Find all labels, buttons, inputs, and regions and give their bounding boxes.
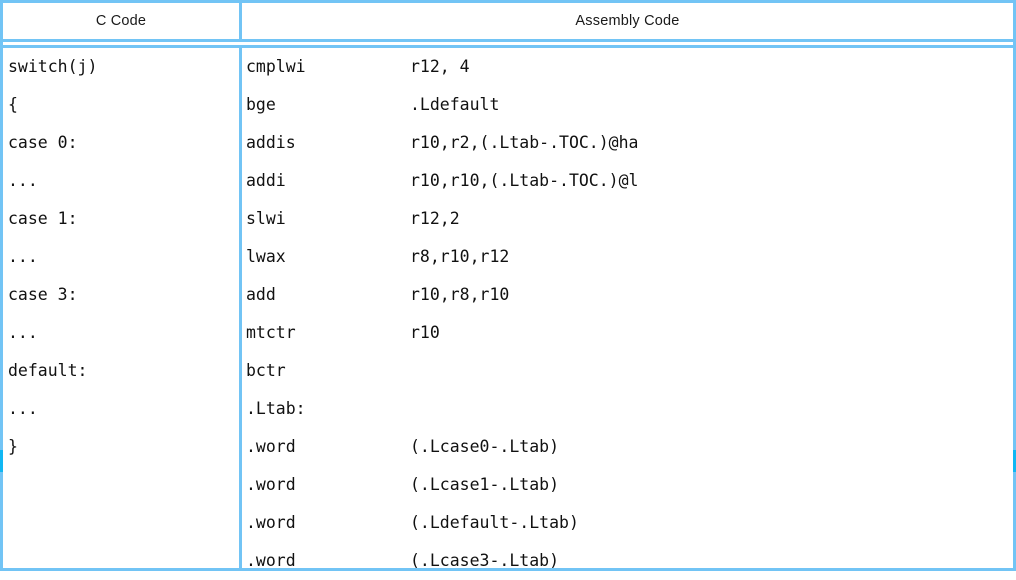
assembly-mnemonic: lwax: [246, 247, 286, 266]
assembly-mnemonic: addi: [246, 171, 286, 190]
header-rule-lower: [3, 45, 1013, 48]
assembly-mnemonic: .word: [246, 551, 296, 570]
c-code-line: case 0:: [8, 133, 78, 152]
assembly-code-line: .word (.Lcase3-.Ltab): [242, 542, 1013, 580]
assembly-code-line: .word (.Lcase1-.Ltab): [242, 466, 1013, 504]
assembly-operand: (.Lcase3-.Ltab): [410, 551, 560, 570]
assembly-mnemonic: bctr: [246, 361, 286, 380]
assembly-operand: (.Lcase0-.Ltab): [410, 437, 560, 456]
c-code-line: default:: [8, 361, 88, 380]
assembly-mnemonic: slwi: [246, 209, 286, 228]
assembly-operand: r12, 4: [410, 57, 470, 76]
assembly-code-line: lwax r8,r10,r12: [242, 238, 1013, 276]
assembly-code-line: bctr: [242, 352, 1013, 390]
c-code-line: ...: [8, 171, 38, 190]
scroll-position-tick-right[interactable]: [1013, 450, 1016, 472]
assembly-mnemonic: .word: [246, 475, 296, 494]
table-header-row: C Code Assembly Code: [3, 3, 1013, 39]
assembly-operand: .Ldefault: [410, 95, 500, 114]
assembly-operand: (.Ldefault-.Ltab): [410, 513, 579, 532]
assembly-code-line: mtctr r10: [242, 314, 1013, 352]
c-code-line: case 1:: [8, 209, 78, 228]
assembly-mnemonic: add: [246, 285, 276, 304]
c-code-line: ...: [8, 247, 38, 266]
c-code-column: switch(j) { case 0: ... case 1: ... case…: [3, 48, 242, 568]
assembly-code-line: slwi r12,2: [242, 200, 1013, 238]
c-code-line: }: [8, 437, 18, 456]
assembly-mnemonic: mtctr: [246, 323, 296, 342]
column-header-assembly-code: Assembly Code: [575, 13, 680, 29]
assembly-operand: r10,r10,(.Ltab-.TOC.)@l: [410, 171, 639, 190]
c-code-line: {: [8, 95, 18, 114]
assembly-mnemonic: addis: [246, 133, 296, 152]
assembly-operand: r10,r8,r10: [410, 285, 510, 304]
header-rule-upper: [3, 39, 1013, 42]
assembly-operand: r8,r10,r12: [410, 247, 510, 266]
assembly-operand: r10: [410, 323, 440, 342]
header-rule-gap: [3, 42, 1013, 45]
assembly-operand: r10,r2,(.Ltab-.TOC.)@ha: [410, 133, 639, 152]
assembly-code-line: addis r10,r2,(.Ltab-.TOC.)@ha: [242, 124, 1013, 162]
c-code-line: switch(j): [8, 57, 98, 76]
assembly-code-line: .word (.Ldefault-.Ltab): [242, 504, 1013, 542]
assembly-operand: r12,2: [410, 209, 460, 228]
assembly-operand: (.Lcase1-.Ltab): [410, 475, 560, 494]
table-body: switch(j) { case 0: ... case 1: ... case…: [3, 48, 1013, 570]
column-header-c-code: C Code: [3, 3, 242, 39]
assembly-mnemonic: .word: [246, 437, 296, 456]
scroll-position-tick-left[interactable]: [0, 450, 3, 472]
c-code-line: case 3:: [8, 285, 78, 304]
assembly-code-line: bge .Ldefault: [242, 86, 1013, 124]
c-code-line: ...: [8, 399, 38, 418]
assembly-code-line: add r10,r8,r10: [242, 276, 1013, 314]
c-code-line: ...: [8, 323, 38, 342]
assembly-code-line: addi r10,r10,(.Ltab-.TOC.)@l: [242, 162, 1013, 200]
assembly-mnemonic: cmplwi: [246, 57, 306, 76]
assembly-code-column: cmplwi r12, 4 bge .Ldefault addis r10,r2,(.…: [242, 48, 1013, 570]
assembly-code-line: .Ltab:: [242, 390, 1013, 428]
assembly-mnemonic: bge: [246, 95, 276, 114]
assembly-mnemonic: .Ltab:: [246, 399, 306, 418]
assembly-code-line: cmplwi r12, 4: [242, 48, 1013, 86]
assembly-code-line: .word (.Lcase0-.Ltab): [242, 428, 1013, 466]
assembly-mnemonic: .word: [246, 513, 296, 532]
